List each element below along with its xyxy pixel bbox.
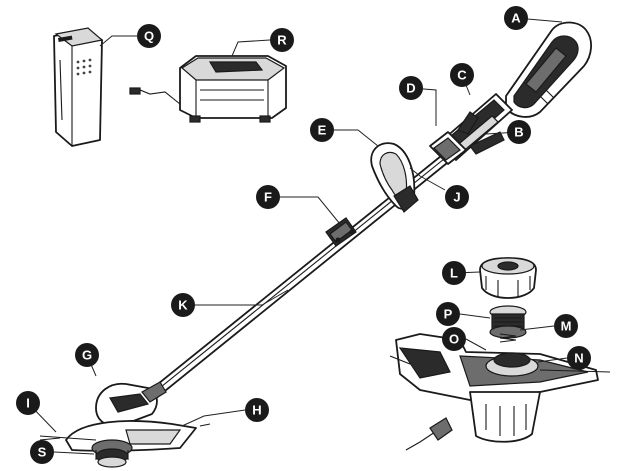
- callout-f: F: [256, 185, 280, 209]
- callout-d: D: [399, 76, 423, 100]
- callout-b: B: [507, 120, 531, 144]
- callout-g-label: G: [82, 348, 92, 363]
- spool-detail-illustration: [389, 257, 611, 451]
- callout-j: J: [445, 185, 469, 209]
- callout-p-label: P: [444, 307, 453, 322]
- callout-d-label: D: [406, 81, 415, 96]
- callout-c: C: [450, 63, 474, 87]
- callout-e: E: [310, 118, 334, 142]
- auxiliary-handle-illustration: [370, 142, 419, 213]
- callout-r-label: R: [277, 33, 287, 48]
- callout-q-label: Q: [144, 29, 154, 44]
- callout-i: I: [16, 391, 40, 415]
- callout-o-label: O: [449, 332, 459, 347]
- charger-illustration: [129, 55, 287, 123]
- callout-q: Q: [137, 24, 161, 48]
- callout-r: R: [270, 28, 294, 52]
- callout-c-label: C: [457, 68, 467, 83]
- callout-n-label: N: [574, 351, 583, 366]
- callout-l: L: [442, 261, 466, 285]
- callout-k: K: [171, 293, 195, 317]
- main-handle-illustration: [429, 21, 592, 165]
- callout-j-label: J: [453, 190, 460, 205]
- callout-h: H: [245, 398, 269, 422]
- callout-k-label: K: [178, 298, 188, 313]
- callout-g: G: [75, 343, 99, 367]
- callout-a: A: [504, 6, 528, 30]
- callout-e-label: E: [318, 123, 327, 138]
- callout-n: N: [567, 346, 591, 370]
- callout-s: S: [30, 440, 54, 464]
- callout-i-label: I: [26, 396, 30, 411]
- callout-l-label: L: [450, 266, 458, 281]
- callout-f-label: F: [264, 190, 272, 205]
- callout-b-label: B: [514, 125, 523, 140]
- callout-a-label: A: [511, 11, 521, 26]
- callout-p: P: [436, 302, 460, 326]
- trimmer-head-illustration: [39, 381, 211, 468]
- battery-pack-illustration: [53, 27, 104, 147]
- callout-s-label: S: [38, 445, 47, 460]
- callout-h-label: H: [252, 403, 261, 418]
- callout-m: M: [554, 314, 578, 338]
- callout-m-label: M: [561, 319, 572, 334]
- callout-o: O: [442, 327, 466, 351]
